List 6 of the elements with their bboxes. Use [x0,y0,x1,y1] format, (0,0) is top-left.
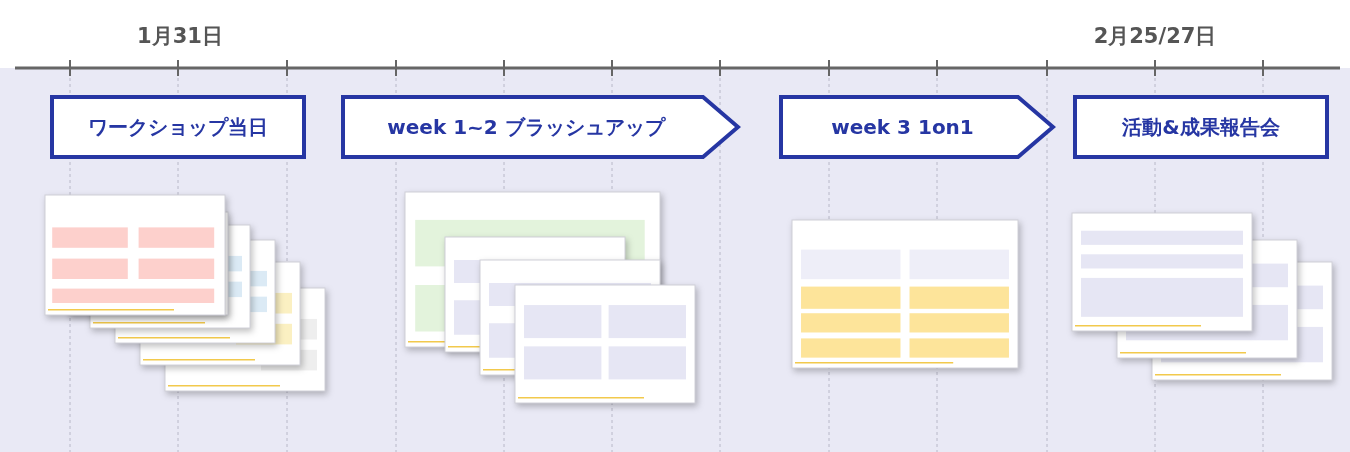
phase-box: 活動&成果報告会 [1073,95,1329,159]
date-label: 2月25/27日 [1093,23,1217,50]
phase-box: ワークショップ当日 [50,95,306,159]
date-label: 1月31日 [137,23,223,50]
pointed-phase-banner: week 3 1on1 [779,95,1056,159]
pointed-phase-banner: week 1~2 ブラッシュアップ [341,95,741,159]
